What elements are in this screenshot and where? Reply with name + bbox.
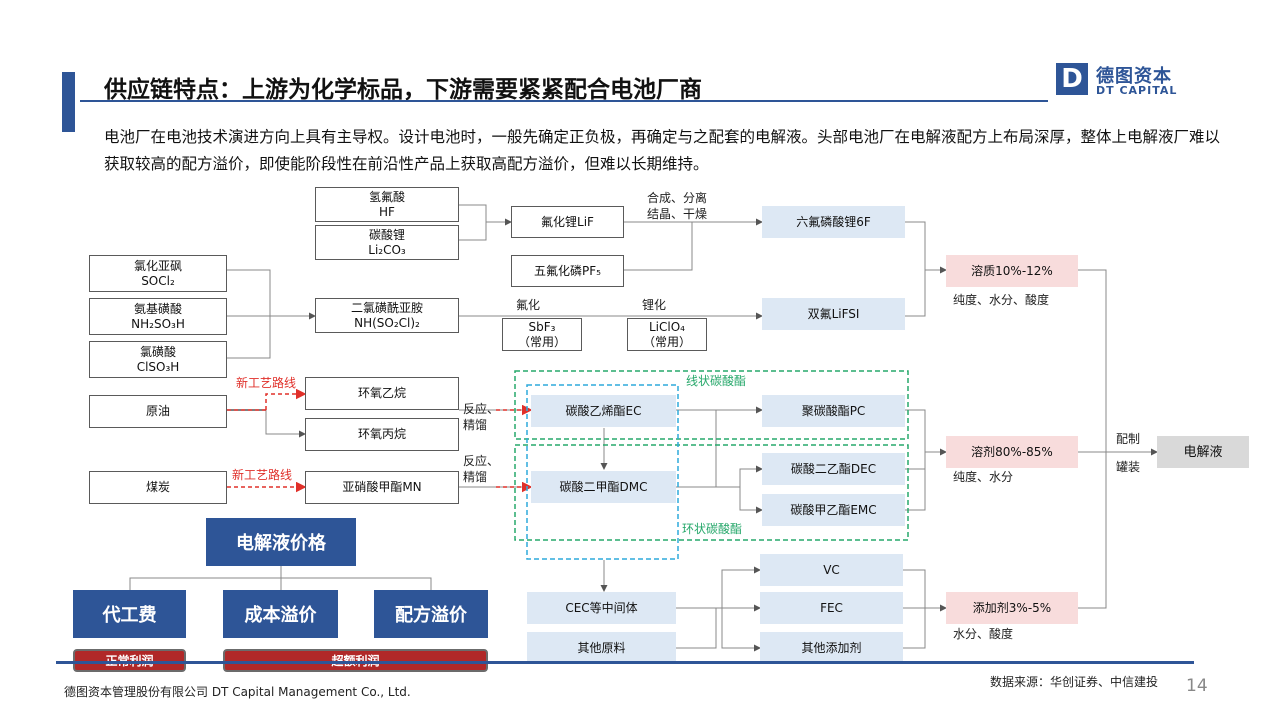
crude-oil-box: 原油 — [89, 395, 227, 428]
excess-profit-badge: 超额利润 — [223, 649, 488, 672]
formula-premium-box: 配方溢价 — [374, 590, 488, 638]
imide-box: 二氯磺酰亚胺 NH(SO₂Cl)₂ — [315, 298, 459, 333]
footer-rule — [56, 661, 1194, 664]
additive-box: 添加剂3%-5% — [946, 592, 1078, 624]
other-raw-box: 其他原料 — [527, 632, 676, 664]
cost-premium-box: 成本溢价 — [223, 590, 338, 638]
page-number: 14 — [1186, 676, 1208, 696]
dt-logo-icon: D — [1056, 63, 1088, 95]
logo-text-en: DT CAPITAL — [1096, 84, 1178, 97]
page-title: 供应链特点：上游为化学标品，下游需要紧紧配合电池厂商 — [104, 77, 702, 103]
solvent-requirement-label: 纯度、水分 — [953, 470, 1014, 484]
new-route-label-1: 新工艺路线 — [236, 376, 297, 390]
footer-company: 德图资本管理股份有限公司 DT Capital Management Co., … — [64, 685, 411, 699]
pc-box: 聚碳酸酯PC — [762, 395, 905, 427]
vc-box: VC — [760, 554, 903, 586]
title-underline — [80, 100, 1048, 102]
pf5-box: 五氟化磷PF₅ — [511, 255, 624, 287]
emc-box: 碳酸甲乙酯EMC — [762, 494, 905, 526]
sbf3-box: SbF₃ （常用） — [502, 318, 582, 351]
solute-requirement-label: 纯度、水分、酸度 — [953, 293, 1050, 307]
ec-box: 碳酸乙烯酯EC — [531, 395, 676, 427]
liclo4-box: LiClO₄ （常用） — [627, 318, 707, 351]
clso3h-box: 氯磺酸 ClSO₃H — [89, 341, 227, 378]
lithiation-label: 锂化 — [642, 298, 667, 312]
solvent-box: 溶剂80%-85% — [946, 436, 1078, 468]
lif-box: 氟化锂LiF — [511, 206, 624, 238]
ethylene-oxide-box: 环氧乙烷 — [305, 377, 459, 410]
li2co3-box: 碳酸锂 Li₂CO₃ — [315, 225, 459, 260]
title-accent-bar — [62, 72, 75, 132]
fluorination-label: 氟化 — [516, 298, 541, 312]
coal-box: 煤炭 — [89, 471, 227, 504]
solute-box: 溶质10%-12% — [946, 255, 1078, 287]
data-source: 数据来源：华创证券、中信建投 — [990, 675, 1159, 689]
reaction-label-1: 反应、 精馏 — [463, 402, 500, 432]
processing-fee-box: 代工费 — [73, 590, 186, 638]
cec-box: CEC等中间体 — [527, 592, 676, 624]
nh2so3h-box: 氨基磺酸 NH₂SO₃H — [89, 298, 227, 335]
synth-label: 合成、分离 结晶、干燥 — [647, 191, 708, 221]
new-route-label-2: 新工艺路线 — [232, 468, 293, 482]
intro-paragraph: 电池厂在电池技术演进方向上具有主导权。设计电池时，一般先确定正负极，再确定与之配… — [104, 128, 1221, 173]
dec-box: 碳酸二乙酯DEC — [762, 453, 905, 485]
mix-label: 配制 — [1116, 432, 1141, 446]
propylene-oxide-box: 环氧丙烷 — [305, 418, 459, 451]
normal-profit-badge: 正常利润 — [73, 649, 186, 672]
cyclic-carbonate-label: 环状碳酸酯 — [682, 522, 743, 536]
additive-requirement-label: 水分、酸度 — [953, 627, 1014, 641]
fill-label: 罐装 — [1116, 460, 1141, 474]
electrolyte-box: 电解液 — [1157, 436, 1249, 468]
linear-carbonate-label: 线状碳酸酯 — [686, 374, 747, 388]
fec-box: FEC — [760, 592, 903, 624]
lipf6-box: 六氟磷酸锂6F — [762, 206, 905, 238]
lifsi-box: 双氟LiFSI — [762, 298, 905, 330]
other-additive-box: 其他添加剂 — [760, 632, 903, 664]
reaction-label-2: 反应、 精馏 — [463, 454, 500, 484]
socl2-box: 氯化亚砜 SOCl₂ — [89, 255, 227, 292]
logo-text-cn: 德图资本 — [1096, 66, 1172, 87]
dmc-box: 碳酸二甲酯DMC — [531, 471, 676, 503]
methyl-nitrite-box: 亚硝酸甲酯MN — [305, 471, 459, 504]
hf-box: 氢氟酸 HF — [315, 187, 459, 222]
electrolyte-price-box: 电解液价格 — [206, 518, 356, 566]
